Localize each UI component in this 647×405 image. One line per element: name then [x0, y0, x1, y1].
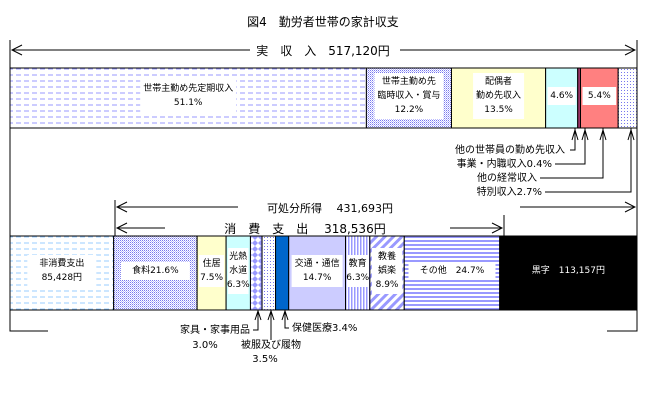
consumption-arrow	[115, 222, 504, 234]
income-label: 51.1%	[174, 98, 203, 108]
income-label-bg	[473, 73, 525, 119]
expenditure-label-bg	[515, 262, 621, 280]
expenditure-label-bg	[27, 255, 97, 287]
expenditure-label: 娯楽	[378, 264, 396, 276]
expenditure-label: 7.5%	[200, 273, 223, 283]
expenditure-label: 光熱	[229, 250, 247, 262]
income-label-bg	[374, 73, 444, 119]
income-label-bg	[140, 80, 237, 112]
callout-medical: 保健医療3.4%	[292, 321, 357, 334]
expenditure-label: その他 24.7%	[420, 264, 485, 276]
callout-other-regular: 他の経常収入	[477, 171, 537, 184]
expenditure-callout-lines	[253, 309, 289, 340]
expenditure-segment	[249, 235, 263, 311]
income-segment	[617, 67, 638, 129]
income-total-label: 実 収 入 517,120円	[256, 43, 390, 58]
expenditure-label: 14.7%	[303, 273, 332, 283]
callout-business: 事業・内職収入0.4%	[457, 157, 552, 170]
income-label: 配偶者	[485, 75, 512, 87]
disposable-income-label: 可処分所得 431,693円	[267, 202, 393, 215]
expenditure-label: 6.3%	[227, 280, 250, 290]
callout-furniture-pct: 3.0%	[192, 340, 217, 351]
expenditure-label-bg	[199, 255, 225, 287]
consumption-label: 消 費 支 出 318,536円	[224, 221, 385, 236]
expenditure-label-bg	[347, 255, 368, 287]
expenditure-label: 8.9%	[376, 280, 399, 290]
income-label-bg	[582, 87, 617, 105]
income-label: 5.4%	[588, 91, 611, 101]
callout-other-members: 他の世帯員の勤め先収入	[455, 143, 565, 156]
expenditure-label-bg	[291, 255, 343, 287]
expenditure-label: 交通・通信	[295, 257, 340, 269]
expenditure-label: 黒字 113,157円	[532, 264, 605, 276]
callout-clothing: 被服及び履物	[241, 338, 301, 351]
expenditure-label: 水道	[229, 264, 247, 276]
expenditure-label-bg	[371, 248, 403, 294]
callout-clothing-pct: 3.5%	[252, 354, 277, 365]
callout-special: 特別収入2.7%	[477, 186, 542, 198]
disposable-arrow	[115, 201, 637, 213]
income-label: 臨時収入・賞与	[377, 89, 440, 101]
income-callout-lines	[540, 128, 635, 193]
chart-title: 図4 勤労者世帯の家計収支	[247, 14, 399, 29]
expenditure-label: 6.3%	[346, 273, 369, 283]
expenditure-label: 教育	[349, 257, 367, 269]
expenditure-label: 85,428円	[42, 272, 83, 283]
income-label: 世帯主勤め先	[382, 75, 436, 87]
income-label: 13.5%	[484, 105, 513, 115]
expenditure-label: 住居	[203, 257, 221, 269]
income-label: 4.6%	[550, 91, 573, 101]
expenditure-label-bg	[228, 248, 249, 294]
expenditure-label-bg	[408, 262, 496, 280]
income-label-bg	[547, 87, 576, 105]
income-label: 12.2%	[395, 105, 424, 115]
expenditure-label: 食料21.6%	[132, 264, 179, 276]
expenditure-label-bg	[120, 262, 190, 280]
expenditure-segment	[261, 235, 277, 311]
expenditure-label: 非消費支出	[39, 257, 84, 269]
income-label: 世帯主勤め先定期収入	[143, 82, 233, 94]
income-arrow	[10, 44, 637, 56]
frame	[9, 40, 638, 332]
expenditure-label: 教養	[378, 250, 396, 262]
expenditure-segment	[275, 235, 290, 311]
income-label: 勤め先収入	[476, 89, 521, 101]
callout-furniture: 家具・家事用品	[180, 323, 250, 336]
